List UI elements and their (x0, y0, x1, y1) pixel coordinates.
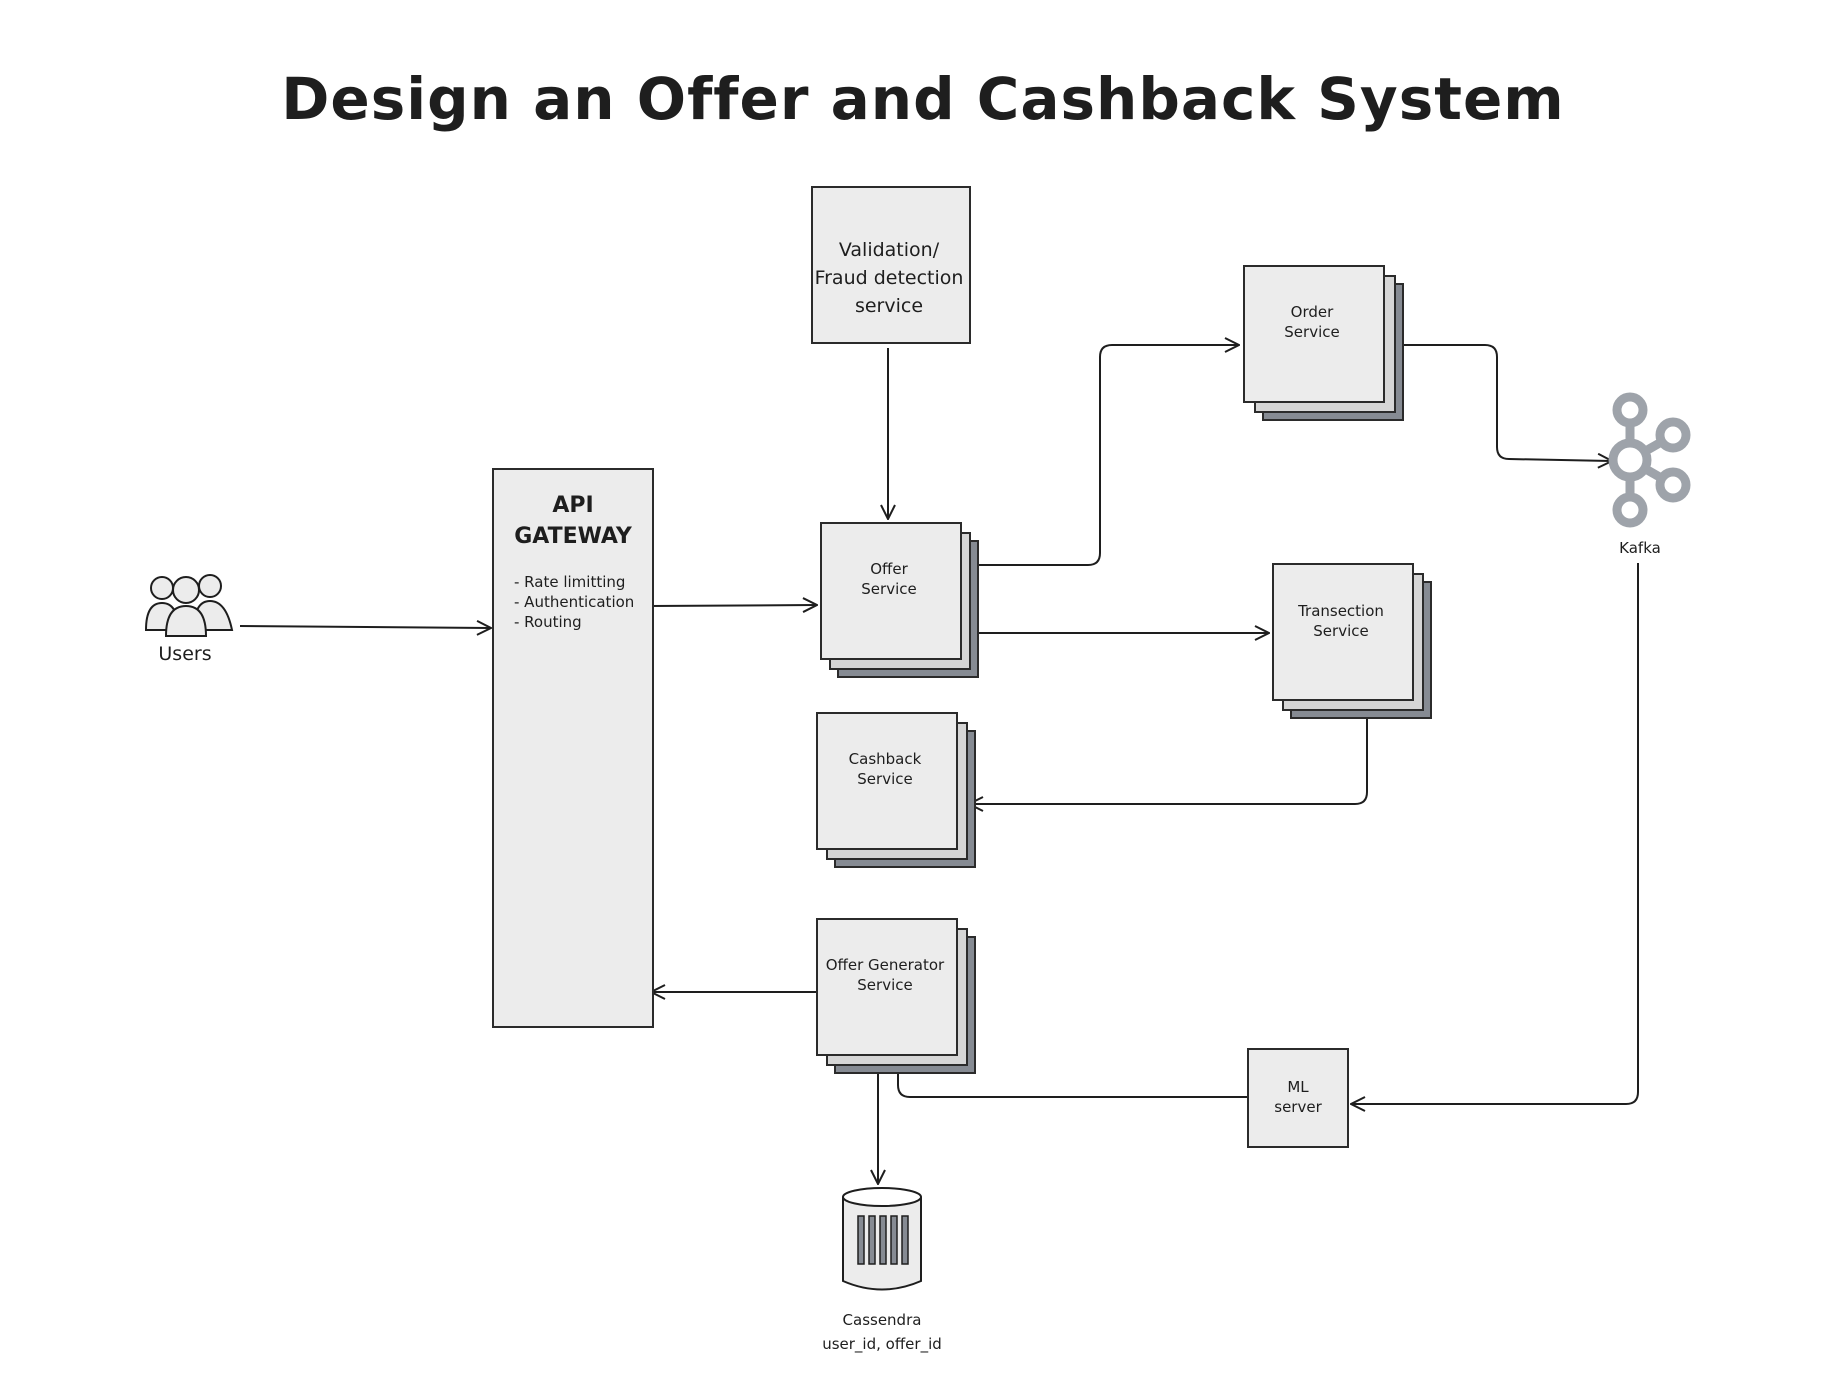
database-icon (842, 1187, 922, 1291)
offer-service-label: Offer Service (861, 560, 917, 598)
diagram-title: Design an Offer and Cashback System (281, 65, 1565, 133)
cassandra-label: Cassendra user_id, offer_id (822, 1311, 942, 1353)
users-label: Users (158, 643, 212, 665)
api-gateway-box[interactable] (492, 468, 654, 1028)
offer-generator-box[interactable] (816, 918, 958, 1056)
arrow-users-to-gateway (239, 626, 490, 628)
offer-service-box[interactable] (820, 522, 962, 660)
arrow-ml-to-offergen (898, 1058, 1249, 1098)
arrow-offer-to-order (963, 345, 1238, 566)
feature-item: - Routing (514, 613, 582, 631)
cashback-service-label: Cashback Service (848, 750, 922, 788)
transaction-service-box[interactable] (1272, 563, 1414, 701)
api-gateway-features: - Rate limitting - Authentication - Rout… (514, 572, 654, 632)
validation-service-label: Validation/ Fraud detection service (814, 239, 964, 317)
transaction-service-label: Transection Service (1298, 602, 1384, 640)
offer-generator-label: Offer Generator Service (825, 956, 945, 994)
users-icon (144, 574, 234, 637)
arrow-order-to-kafka (1385, 344, 1611, 461)
kafka-icon (1608, 392, 1691, 528)
feature-item: - Rate limitting (514, 573, 626, 591)
validation-service-box[interactable] (811, 186, 971, 344)
ml-server-label: ML server (1274, 1078, 1322, 1116)
order-service-box[interactable] (1243, 265, 1385, 403)
order-service-label: Order Service (1284, 303, 1340, 341)
arrow-gateway-to-offer (649, 605, 816, 606)
arrow-kafka-to-ml (1352, 563, 1639, 1104)
cashback-service-box[interactable] (816, 712, 958, 850)
feature-item: - Authentication (514, 593, 635, 611)
arrow-transaction-to-cashback (970, 705, 1368, 804)
kafka-label: Kafka (1619, 539, 1661, 557)
ml-server-box[interactable] (1247, 1048, 1349, 1148)
api-gateway-title: API GATEWAY (514, 493, 632, 549)
